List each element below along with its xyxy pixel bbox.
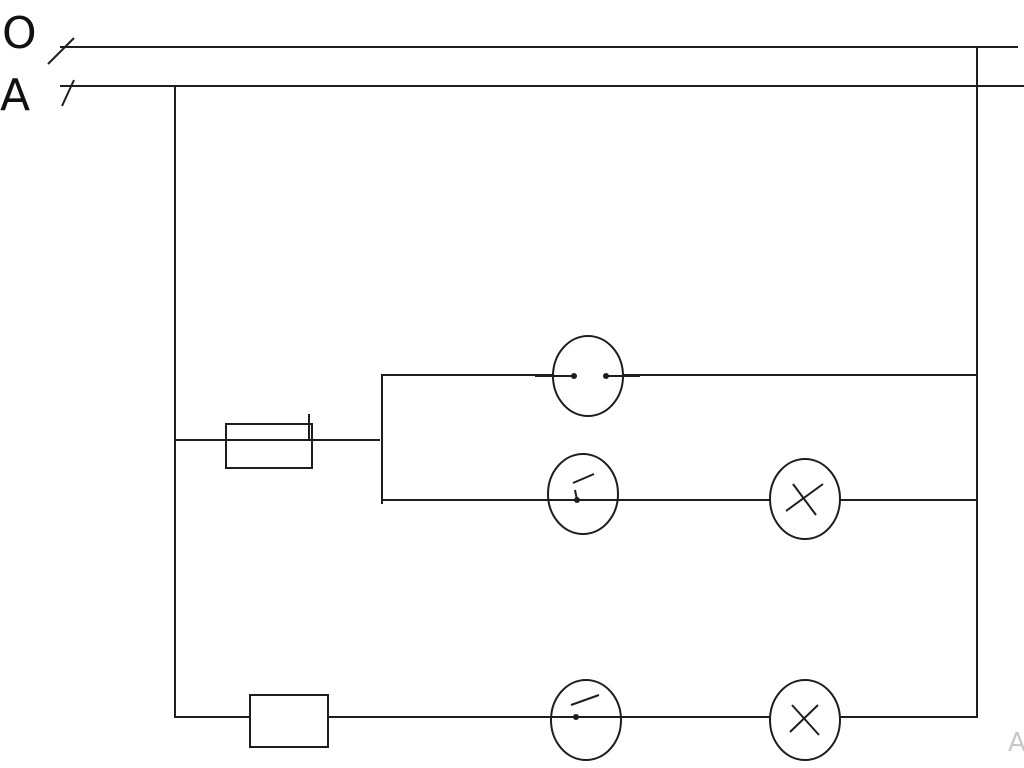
upper-fuse	[225, 414, 380, 469]
phase-line	[60, 79, 1024, 107]
neutral-line-label: O	[2, 8, 37, 59]
socket-symbol	[535, 335, 640, 417]
watermark: A	[1008, 728, 1024, 758]
lamp-symbol-2	[769, 679, 841, 761]
switch-symbol-2	[550, 679, 622, 761]
lamp-symbol-1	[769, 458, 841, 540]
lower-fuse	[249, 694, 329, 748]
neutral-line	[47, 37, 1018, 65]
switch-symbol-1	[547, 453, 619, 535]
phase-line-label: A	[0, 70, 31, 121]
